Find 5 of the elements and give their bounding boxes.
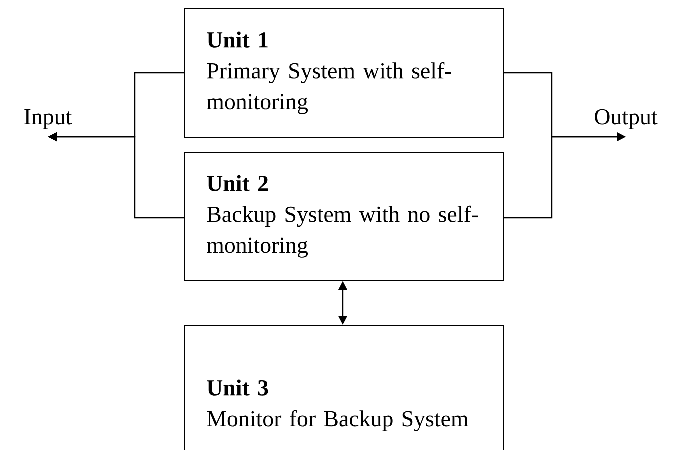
unit-box: Unit 2 Backup System with no self-monitoring bbox=[184, 152, 504, 282]
unit-box: Unit 1 Primary System with self-monitoring bbox=[184, 8, 504, 138]
port-label: Output bbox=[595, 109, 658, 130]
unit-box: Unit 3 Monitor for Backup System bbox=[184, 324, 504, 450]
port-label: Input bbox=[24, 110, 72, 130]
